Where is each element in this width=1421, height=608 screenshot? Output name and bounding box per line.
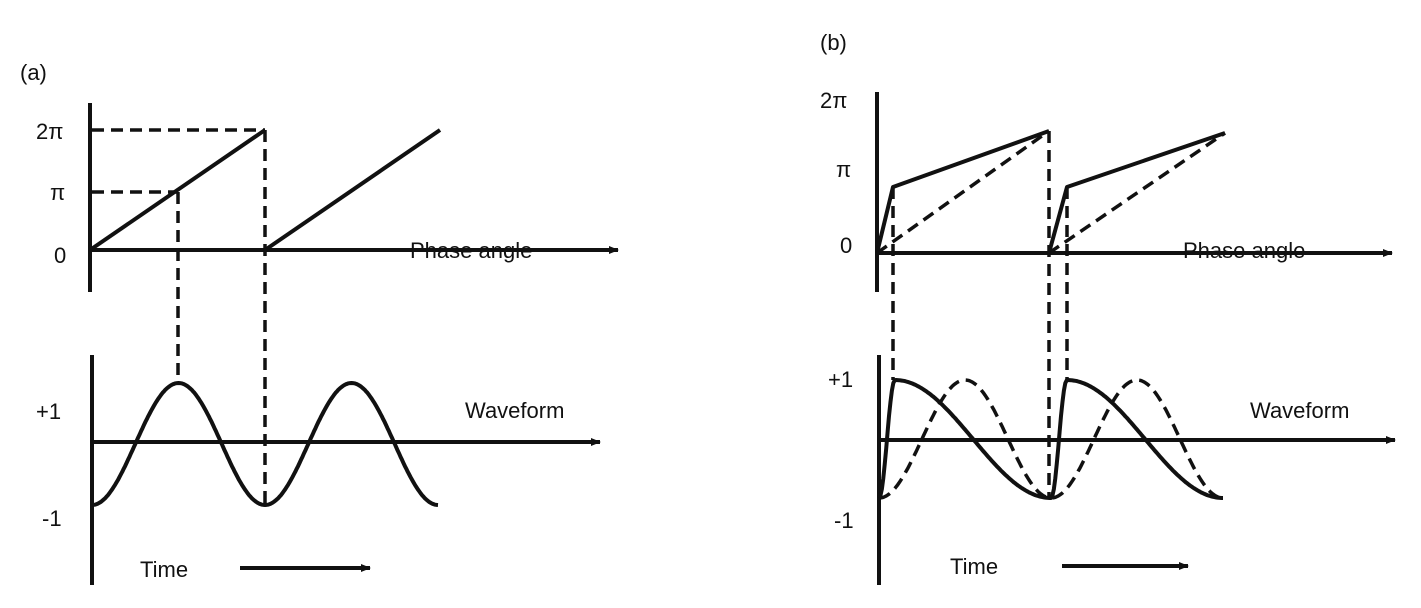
- linear-phase-2: [1048, 131, 1226, 255]
- tick-minus1: -1: [42, 506, 62, 531]
- panel-a-label: (a): [20, 60, 47, 85]
- distorted-waveform: [877, 378, 1224, 500]
- tick-plus1: +1: [828, 367, 853, 392]
- undistorted-waveform: [878, 378, 1224, 500]
- panel-a: (a) 2π π 0 +1 -1 Phase angle Waveform Ti…: [20, 60, 619, 585]
- phase-angle-label: Phase angle: [1183, 238, 1305, 263]
- tick-2pi: 2π: [36, 119, 63, 144]
- phase-ramp-2: [263, 128, 442, 252]
- panel-b-label: (b): [820, 30, 847, 55]
- waveform-label: Waveform: [1250, 398, 1349, 423]
- tick-minus1: -1: [834, 508, 854, 533]
- linear-phase-1: [875, 129, 1051, 255]
- sine-waveform: [91, 381, 439, 507]
- tick-pi: π: [836, 157, 851, 182]
- tick-pi: π: [50, 180, 65, 205]
- time-label: Time: [140, 557, 188, 582]
- waveform-label: Waveform: [465, 398, 564, 423]
- tick-0: 0: [840, 233, 852, 258]
- tick-2pi: 2π: [820, 88, 847, 113]
- time-label: Time: [950, 554, 998, 579]
- phase-ramp-1: [88, 128, 267, 252]
- tick-0: 0: [54, 243, 66, 268]
- panel-b: (b) 2π π 0 +1 -1 Phase angle Waveform Ti…: [820, 30, 1396, 585]
- tick-plus1: +1: [36, 399, 61, 424]
